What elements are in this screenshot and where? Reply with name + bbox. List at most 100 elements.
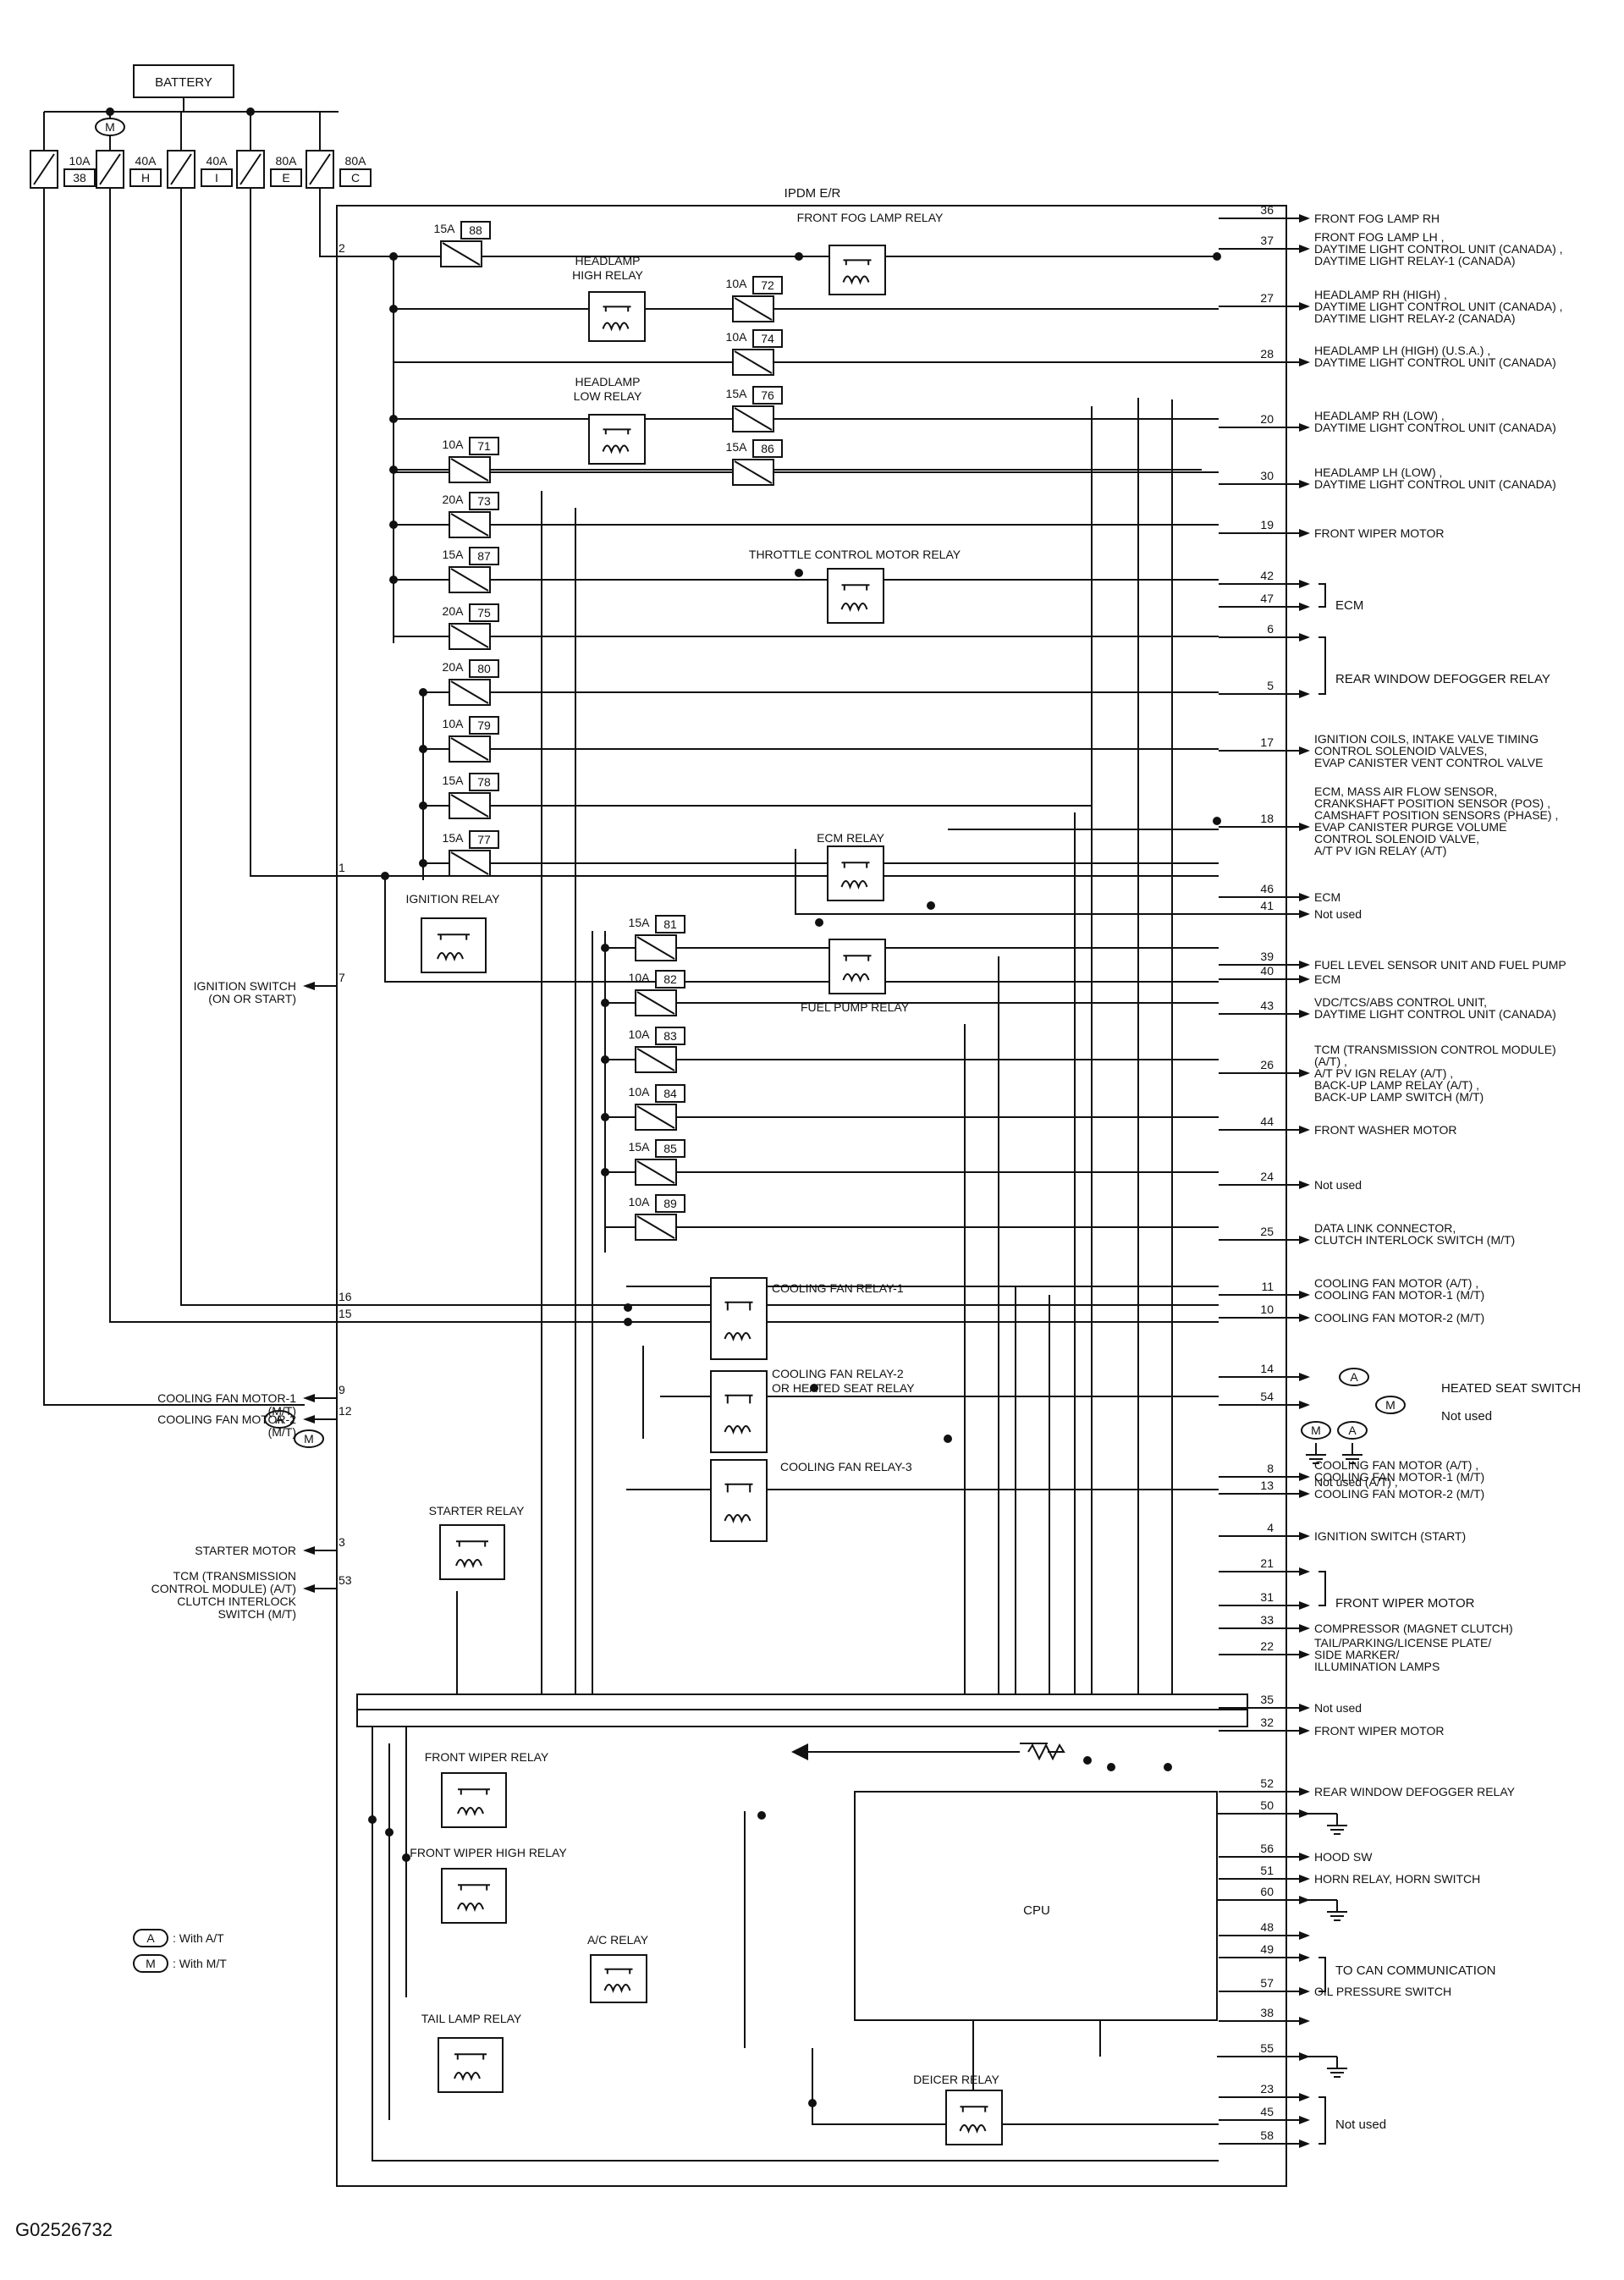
pin-label: CONTROL SOLENOID VALVE,	[1314, 832, 1479, 845]
arrow	[1299, 633, 1310, 642]
junction-dot	[389, 415, 398, 423]
pin-number: 35	[1260, 1693, 1274, 1706]
fuse-code: 71	[477, 439, 491, 453]
group-rear-defogger: REAR WINDOW DEFOGGER RELAY	[1335, 672, 1550, 686]
top-fuse-rating: 40A	[206, 154, 228, 168]
fuse-rating: 20A	[443, 604, 465, 618]
pin-number: 15	[339, 1307, 352, 1320]
group-not-used: Not used	[1335, 2118, 1386, 2132]
top-fuse-code: E	[282, 171, 289, 184]
fuse-code: 72	[761, 278, 774, 292]
junction-dot	[795, 569, 803, 577]
pin-number: 49	[1260, 1942, 1274, 1956]
pin-number: 39	[1260, 950, 1274, 963]
arrow	[303, 982, 315, 990]
pin-label: REAR WINDOW DEFOGGER RELAY	[1314, 1785, 1516, 1798]
fuse: 10A 74	[726, 329, 783, 376]
relay	[827, 568, 884, 624]
arrow	[1299, 214, 1310, 223]
diode-symbol	[791, 1743, 808, 1760]
top-fuse-rating: 10A	[69, 154, 91, 168]
pin-number: 4	[1267, 1521, 1274, 1534]
arrow	[1299, 1473, 1310, 1481]
pin-label: COOLING FAN MOTOR (A/T) ,	[1314, 1276, 1478, 1290]
pin-number: 60	[1260, 1885, 1274, 1898]
battery-label: BATTERY	[155, 75, 212, 90]
arrow	[1299, 910, 1310, 918]
legend: A : With A/T M : With M/T	[133, 1929, 227, 1973]
pin-label: COOLING FAN MOTOR-1	[157, 1391, 296, 1405]
option-marker-label: A	[1348, 1424, 1357, 1437]
top-fuse-code: 38	[73, 171, 86, 184]
pin-label: HEADLAMP RH (LOW) ,	[1314, 409, 1445, 422]
pin-label: TAIL/PARKING/LICENSE PLATE/	[1314, 1636, 1491, 1649]
pin-label: FRONT WASHER MOTOR	[1314, 1123, 1457, 1137]
arrow	[303, 1584, 315, 1593]
arrow	[1299, 2093, 1310, 2101]
right-pin: 14	[1219, 1362, 1310, 1381]
top-fuse-rating: 80A	[345, 154, 367, 168]
top-fuse-rating: 40A	[135, 154, 157, 168]
pin-number: 27	[1260, 291, 1274, 305]
pin-label: (M/T)	[268, 1404, 296, 1418]
pin-label: COOLING FAN MOTOR-1 (M/T)	[1314, 1470, 1484, 1484]
fuse-rating: 10A	[629, 971, 651, 984]
pin-label: Not used	[1314, 907, 1362, 921]
junction-dot	[601, 999, 609, 1007]
junction-dot	[385, 1828, 394, 1837]
pin-number: 9	[339, 1383, 345, 1396]
fuse-code: 74	[761, 332, 774, 345]
pin-number: 14	[1260, 1362, 1274, 1375]
relay	[827, 845, 884, 901]
pin-label: DAYTIME LIGHT RELAY-1 (CANADA)	[1314, 254, 1516, 267]
cpu: CPU	[854, 1791, 1218, 2021]
pin54-label: Not used	[1441, 1409, 1492, 1424]
option-marker	[1375, 1396, 1406, 1414]
pin-number: 6	[1267, 622, 1274, 636]
option-marker	[264, 1410, 295, 1429]
fuse-code: 78	[477, 775, 491, 789]
pin-number: 46	[1260, 882, 1274, 895]
relay	[710, 1370, 768, 1453]
right-pin: 55	[1219, 2041, 1310, 2061]
top-fuse-code: C	[351, 171, 360, 184]
arrow	[1299, 423, 1310, 432]
arrow	[1299, 975, 1310, 983]
pin-number: 11	[1261, 1280, 1274, 1293]
relay	[421, 917, 487, 973]
group-ecm: ECM	[1335, 598, 1363, 613]
arrow	[1299, 358, 1310, 366]
relay	[829, 245, 886, 295]
arrow	[1299, 1401, 1310, 1409]
fuse-rating: 10A	[629, 1027, 651, 1041]
pin-label: Not used (A/T) ,	[1314, 1475, 1398, 1489]
pin-number: 3	[339, 1535, 345, 1549]
junction-dot	[927, 901, 935, 910]
relay-label: ECM RELAY	[817, 831, 885, 845]
arrow	[1299, 1704, 1310, 1712]
pin-label: ECM	[1314, 972, 1340, 986]
pin-label: Not used	[1314, 1178, 1362, 1192]
right-pin: 48	[1219, 1920, 1310, 1940]
fuse-rating: 10A	[726, 330, 748, 344]
relay	[590, 1954, 647, 2003]
arrow	[1299, 1601, 1310, 1610]
arrow	[303, 1546, 315, 1555]
pin-number: 48	[1260, 1920, 1274, 1934]
arrow	[1299, 2116, 1310, 2124]
relay	[829, 939, 886, 994]
right-pin: 60	[1219, 1885, 1310, 1904]
top-fuse: 80A C	[306, 112, 372, 189]
fuse-code: 82	[663, 972, 677, 986]
left-pin: 2	[339, 241, 345, 255]
junction-dot	[601, 1113, 609, 1121]
